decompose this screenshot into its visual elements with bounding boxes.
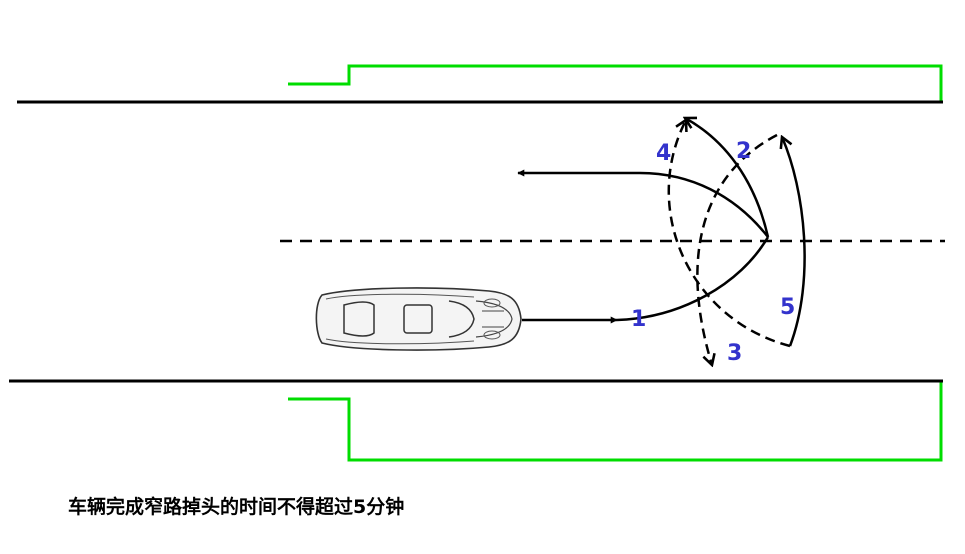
bottom-boundary-line [288,382,943,462]
path-3-dashed [696,133,778,365]
step-label-4: 4 [656,141,671,166]
top-boundary-line [288,64,943,102]
step-label-1: 1 [631,307,646,332]
step-label-2: 2 [736,139,751,164]
step-label-3: 3 [727,341,742,366]
step-label-5: 5 [780,295,795,320]
caption-text: 车辆完成窄路掉头的时间不得超过5分钟 [68,496,405,518]
path-1-curve [616,236,770,322]
car-icon [315,287,522,351]
exit-path-curve [639,171,769,238]
path-5-curve [782,137,806,347]
path-4-dashed [667,120,791,348]
